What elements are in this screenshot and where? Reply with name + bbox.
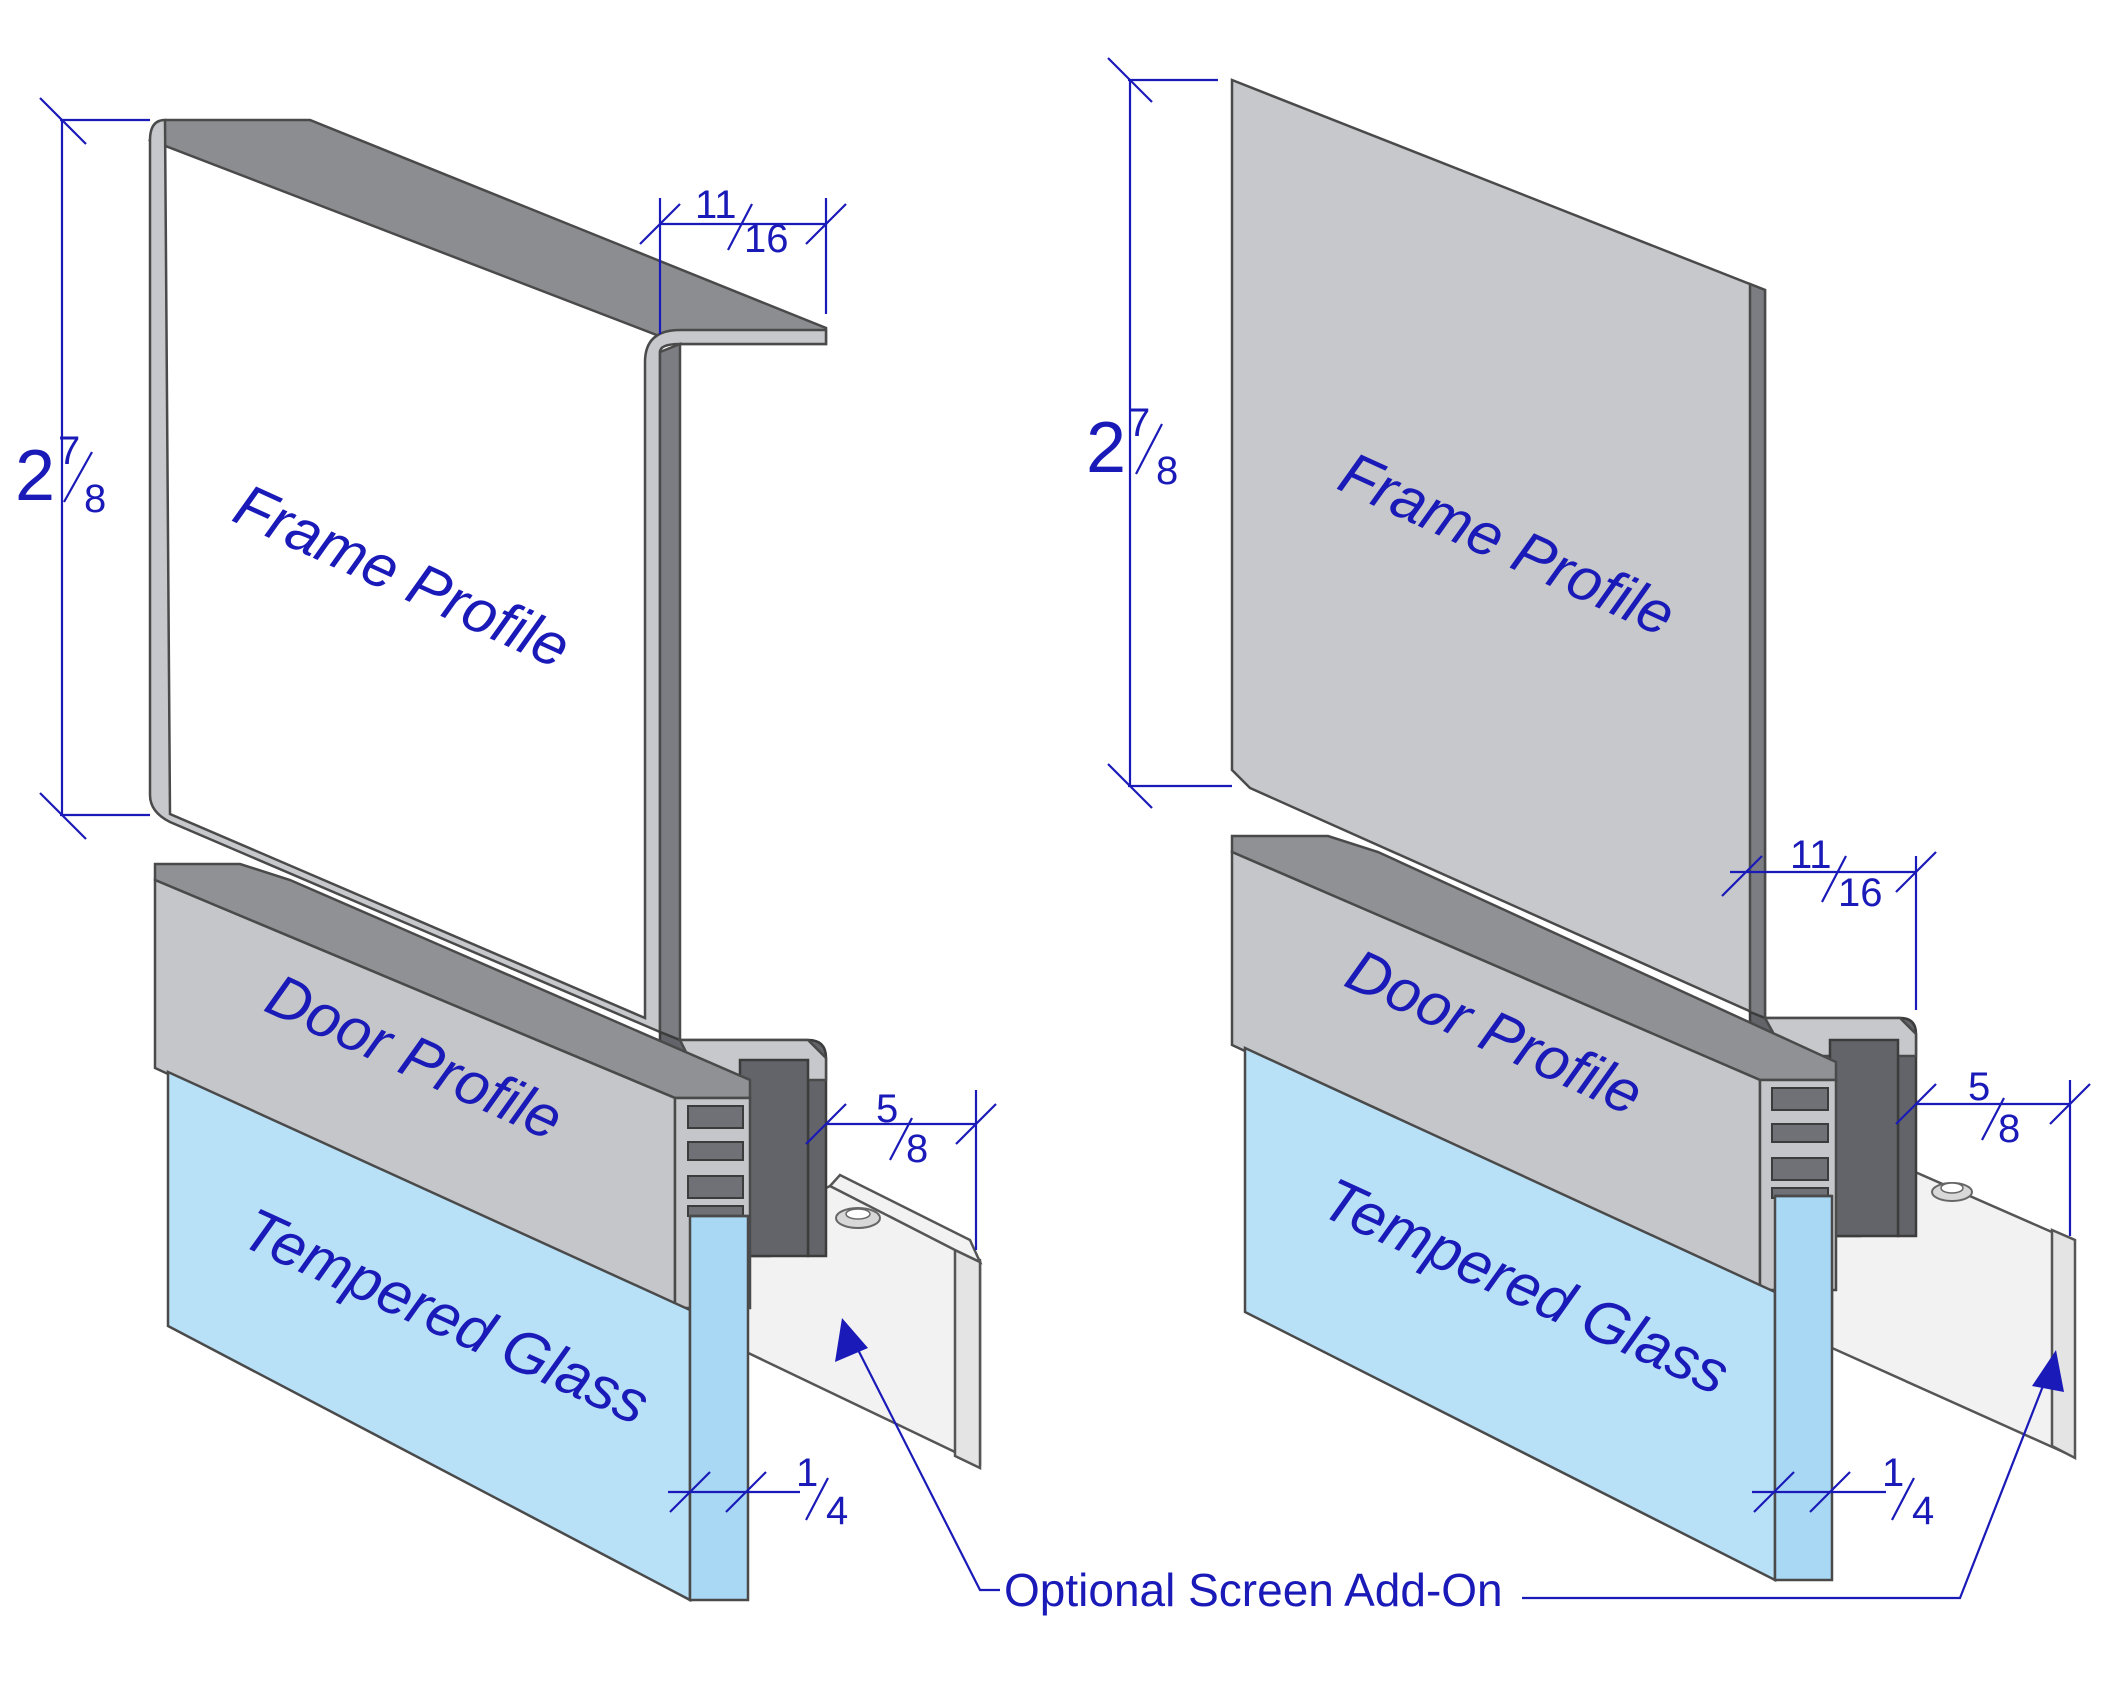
left-lip-dimension: 11 16 [639,183,847,334]
left-frame-web-edge [658,342,682,1042]
right-frame-edge [1748,282,1767,1020]
callout-text: Optional Screen Add-On [1004,1564,1503,1616]
left-lip-num: 11 [695,183,737,227]
left-height-num: 7 [58,429,80,473]
right-glass-dimension: 1 4 [1752,1451,1934,1533]
right-height-dimension: 2 7 8 [1086,57,1232,809]
left-frame-top-flange [148,118,828,346]
left-glass-edge [688,1214,750,1602]
right-channel-num: 5 [1968,1065,1990,1109]
right-lip-den: 16 [1838,871,1883,915]
left-height-dimension: 2 7 8 [15,97,150,840]
left-glass-dimension: 1 4 [668,1451,848,1533]
right-height-den: 8 [1156,449,1178,493]
left-channel-dimension: 5 8 [805,1087,997,1250]
left-callout-arrow [835,1318,868,1362]
right-height-num: 7 [1128,401,1150,445]
right-callout-arrow [2032,1350,2064,1392]
right-channel-den: 8 [1998,1107,2020,1151]
left-height-den: 8 [84,477,106,521]
left-glass-den: 4 [826,1489,848,1533]
right-assembly [1230,78,2077,1583]
right-channel [1828,1038,1900,1238]
right-glass-den: 4 [1912,1489,1934,1533]
right-frame-face [1230,78,1767,1020]
left-lip-den: 16 [744,217,789,261]
screen-callout: Optional Screen Add-On [835,1318,2064,1616]
right-glass-edge [1773,1194,1834,1582]
right-lip-num: 11 [1790,833,1832,877]
right-channel-dimension: 5 8 [1895,1065,2091,1236]
left-frame-label: Frame Profile [225,471,580,681]
right-height-whole: 2 [1086,408,1126,488]
right-lip-dimension: 11 16 [1721,833,1937,1010]
left-height-whole: 2 [15,436,55,516]
left-glass-num: 1 [796,1451,818,1495]
right-glass-num: 1 [1882,1451,1904,1495]
left-channel-den: 8 [906,1127,928,1171]
left-channel-num: 5 [876,1087,898,1131]
